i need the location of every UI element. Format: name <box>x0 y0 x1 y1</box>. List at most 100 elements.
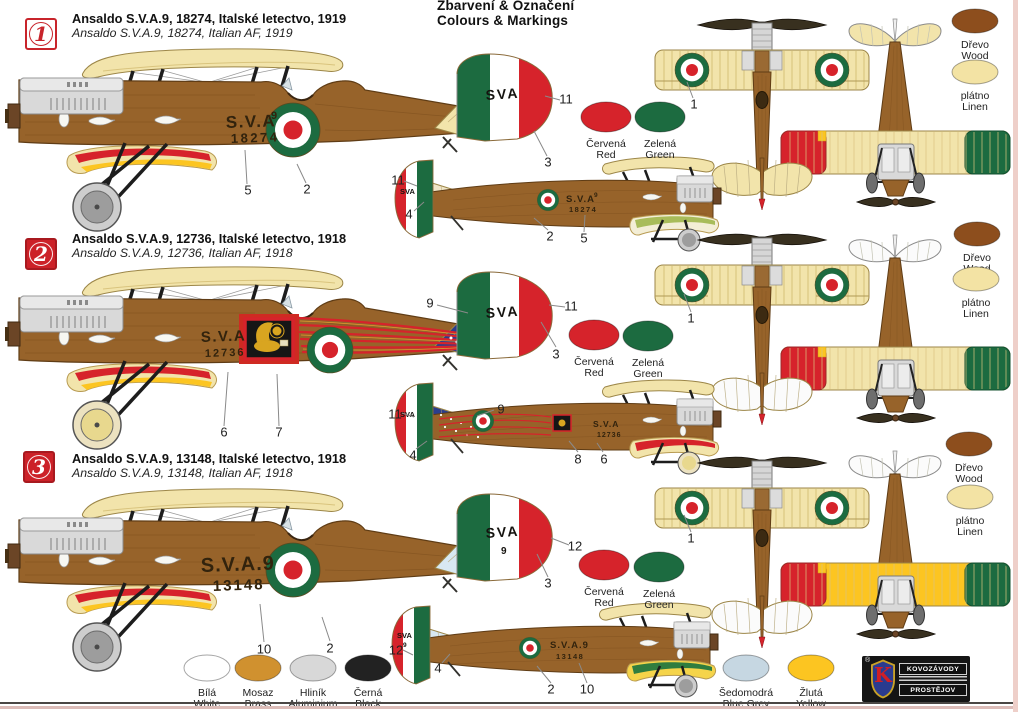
paint-name-english: Linen <box>957 526 983 538</box>
rudder-code-small: SVA <box>400 410 415 419</box>
callout-number: 2 <box>546 228 554 244</box>
bottom-edge-tint <box>0 706 1014 709</box>
rudder-code-small: SVA <box>397 631 412 640</box>
scheme1-number: 1 <box>34 22 48 46</box>
swatch-blue-grey: Šedomodrá Blue Grey <box>709 653 783 710</box>
paint-oval-wood <box>953 221 1001 247</box>
paint-name-english: Black <box>355 698 381 710</box>
scheme3-right-profile: S.V.A.9 13148 SVA 9 <box>390 601 720 698</box>
paint-name-czech: Dřevo <box>954 462 983 474</box>
paint-name-english: Yellow <box>796 698 826 710</box>
callout-number: 2 <box>547 681 555 697</box>
scheme2-number: 2 <box>34 242 48 266</box>
paint-oval-black <box>344 654 392 682</box>
paint-name-english: Green <box>644 599 674 611</box>
scheme2-swatch-linen: plátno Linen <box>939 265 1013 320</box>
scheme2-swatch-green: Zelená Green <box>611 319 685 380</box>
scheme1-number-badge: 1 <box>25 18 57 50</box>
callout-number: 11 <box>388 406 402 422</box>
callout-number: 6 <box>600 451 608 467</box>
logo-stripes <box>899 675 967 683</box>
paint-name-english: Brass <box>244 698 272 710</box>
paint-name-english: White <box>193 698 221 710</box>
scheme3-title: Ansaldo S.V.A.9, 13148, Italské letectvo… <box>72 451 347 481</box>
callout-number: 4 <box>434 660 442 676</box>
kovozavody-prostejov-logo: ® K KOVOZÁVODY PROSTĚJOV <box>862 656 970 702</box>
paint-name-czech: Šedomodrá <box>718 687 774 699</box>
fuselage-serial: 13148 <box>213 576 265 595</box>
paint-oval-yellow <box>787 654 835 682</box>
callout-number: 1 <box>687 530 695 546</box>
callout-number: 4 <box>405 206 413 222</box>
scheme1-title-english: Ansaldo S.V.A.9, 18274, Italian AF, 1919 <box>72 26 293 40</box>
scheme3-swatch-wood: Dřevo Wood <box>932 430 1006 485</box>
scheme3-fuselage-roundel-small <box>519 637 541 659</box>
sheet-title: Zbarvení & Označení Colours & Markings <box>437 0 574 28</box>
fuselage-serial-small: 18274 <box>569 205 597 214</box>
lion-of-st-mark-emblem <box>243 317 295 361</box>
paint-name-english: Wood <box>961 50 989 62</box>
scheme1-swatch-wood: Dřevo Wood <box>938 7 1012 62</box>
callout-number: 5 <box>580 230 588 246</box>
paint-name-czech: Mosaz <box>242 687 274 699</box>
paint-name-czech: plátno <box>955 515 985 527</box>
paint-oval-linen <box>951 59 999 85</box>
callout-number: 11 <box>391 172 405 188</box>
callout-number: 3 <box>544 575 552 591</box>
callout-number: 10 <box>579 681 595 697</box>
paint-oval-green <box>634 101 686 133</box>
callout-number: 12 <box>567 538 583 554</box>
callout-number: 1 <box>690 96 698 112</box>
scheme1-swatch-linen: plátno Linen <box>938 58 1012 113</box>
paint-name-czech: Hliník <box>299 687 327 699</box>
kp-shield-icon: K <box>871 659 895 699</box>
scheme2-fuselage-roundel <box>306 326 354 374</box>
fuselage-code: S.V.A.9 <box>200 552 275 577</box>
scheme2-number-badge: 2 <box>25 238 57 270</box>
fuselage-code-sup-small: 9 <box>594 192 598 199</box>
callout-number: 8 <box>574 451 582 467</box>
paint-name-english: Green <box>633 368 663 380</box>
sheet-title-english: Colours & Markings <box>437 12 569 28</box>
callout-number: 11 <box>559 91 573 107</box>
paint-oval-blue-grey <box>722 654 770 682</box>
paint-name-czech: plátno <box>961 297 991 309</box>
paint-name-czech: Žlutá <box>799 687 823 699</box>
paint-oval-linen <box>952 266 1000 292</box>
logo-name-top: KOVOZÁVODY <box>899 662 967 675</box>
callout-number: 2 <box>303 181 311 197</box>
fuselage-code-small: S.V.A <box>566 194 595 205</box>
paint-name-english: Aluminium <box>288 698 338 710</box>
sheet-title-czech: Zbarvení & Označení <box>437 0 575 13</box>
paint-name-english: Blue Grey <box>722 698 770 710</box>
callout-number: 3 <box>544 154 552 170</box>
scheme2-fuselage-roundel-small <box>472 410 494 432</box>
paint-name-english: Wood <box>955 473 983 485</box>
paint-name-czech: Dřevo <box>960 39 989 51</box>
rudder-code: SVA <box>485 303 520 321</box>
callout-number: 5 <box>244 182 252 198</box>
paint-name-english: Linen <box>963 308 989 320</box>
paint-name-czech: Černá <box>353 687 383 699</box>
scheme3-swatch-linen: plátno Linen <box>933 483 1007 538</box>
rudder-code: SVA <box>485 85 520 103</box>
paint-name-czech: plátno <box>960 90 990 102</box>
fuselage-serial: 12736 <box>205 347 246 360</box>
callout-number: 3 <box>552 346 560 362</box>
paint-name-english: Green <box>645 149 675 161</box>
callout-number: 1 <box>687 310 695 326</box>
fuselage-code-sup: 9 <box>271 110 277 122</box>
callout-number: 9 <box>426 295 434 311</box>
scheme1-title: Ansaldo S.V.A.9, 18274, Italské letectvo… <box>72 12 346 41</box>
logo-wordmark: KOVOZÁVODY PROSTĚJOV <box>899 662 967 696</box>
callout-number: 7 <box>275 424 283 440</box>
scheme1-fuselage-roundel-small <box>537 189 559 211</box>
scheme3-number: 3 <box>32 455 46 479</box>
swatch-yellow: Žlutá Yellow <box>774 653 848 710</box>
fuselage-serial-small: 12736 <box>597 432 621 439</box>
scheme3-title-czech: Ansaldo S.V.A.9, 13148, Italské letectvo… <box>72 451 347 466</box>
rudder-code-small: SVA <box>400 187 415 196</box>
rudder-code: SVA <box>485 523 520 541</box>
callout-number: 9 <box>497 401 505 417</box>
